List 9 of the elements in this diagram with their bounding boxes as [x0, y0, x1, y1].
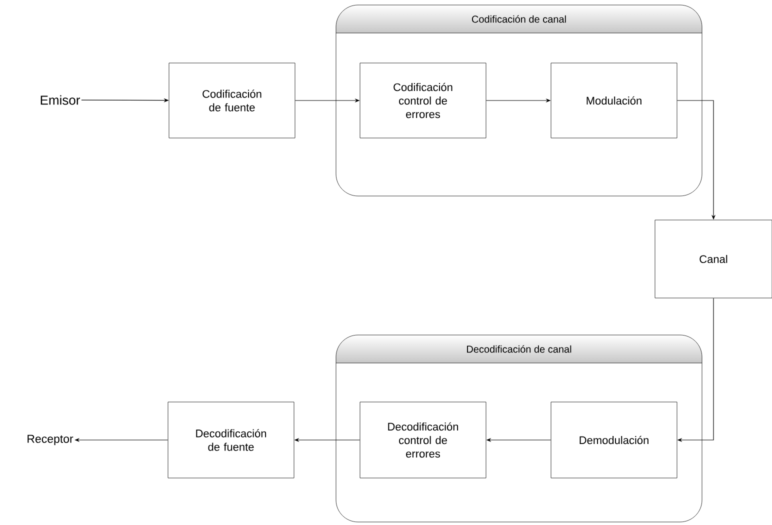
process-box: Canal — [654, 220, 772, 298]
endpoint-label: Emisor — [40, 95, 80, 105]
process-box: Decodificación control de errores — [360, 402, 486, 478]
process-box: Codificación de fuente — [168, 62, 296, 138]
process-box: Decodificación de fuente — [168, 402, 294, 478]
process-box: Demodulación — [550, 402, 678, 478]
endpoint-label: Receptor — [28, 434, 74, 446]
process-box: Codificación control de errores — [360, 62, 486, 138]
process-box: Modulación — [550, 62, 678, 138]
